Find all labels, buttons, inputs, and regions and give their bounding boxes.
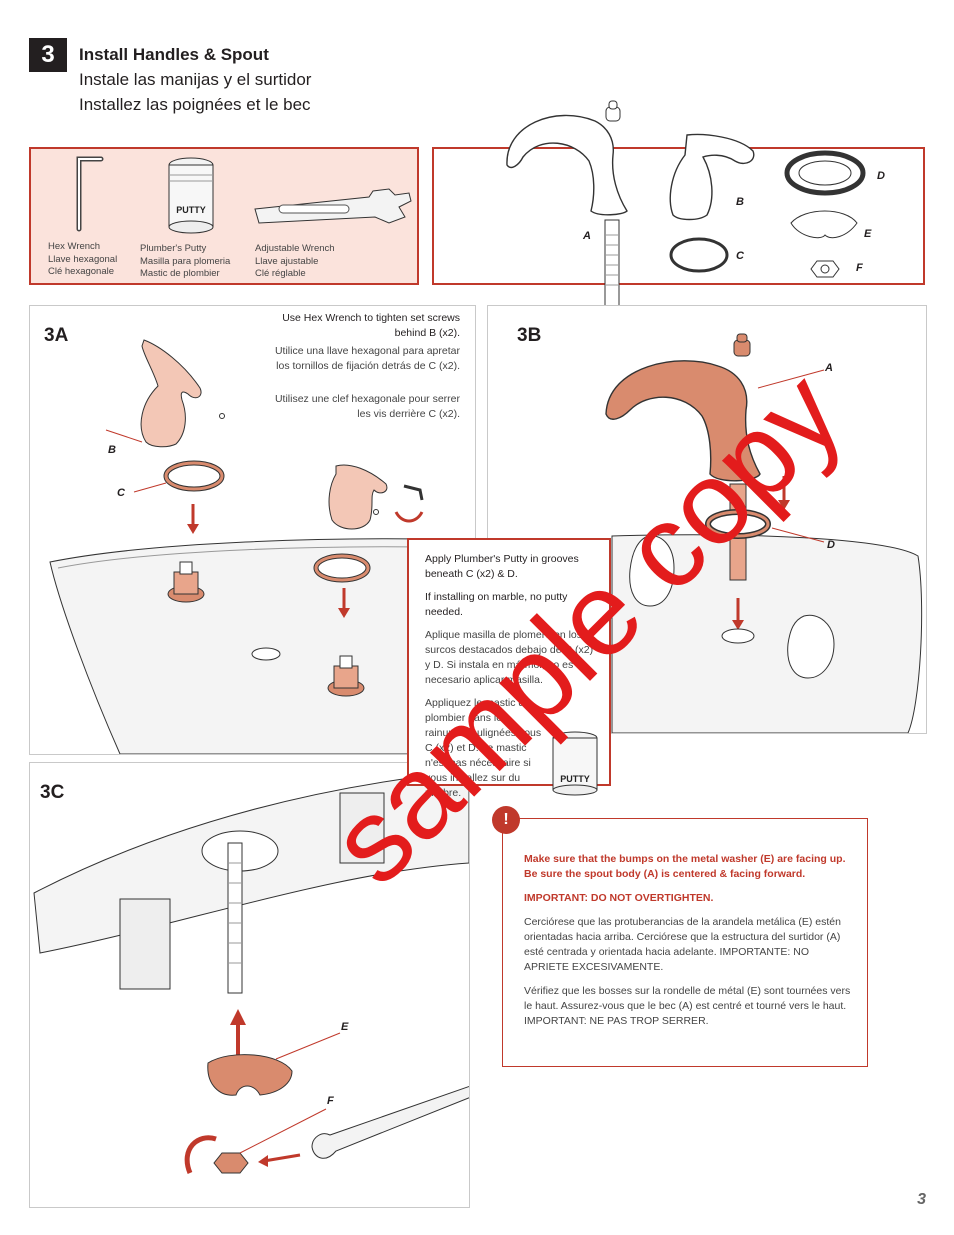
warning-icon: ! [492,806,520,834]
section-3c-illustration [33,772,469,1174]
warning-important: IMPORTANT: DO NOT OVERTIGHTEN. [524,892,714,904]
label-f-3c: F [327,1095,334,1107]
part-label-e: E [864,228,872,240]
step-title-en: Install Handles & Spout [79,45,269,64]
hex-wrench-icon [76,156,104,232]
putty-note-en1: Apply Plumber's Putty in grooves beneath… [425,553,579,580]
svg-text:PUTTY: PUTTY [176,205,206,215]
section-3a-panel: 3A Use Hex Wrench to tighten set screws … [29,305,476,755]
section-3c-label: 3C [40,782,65,803]
hex-note-es: Utilice una llave hexagonal para apretar… [274,345,460,372]
section-3b-illustration [605,333,923,733]
warning-es: Cerciórese que las protuberancias de la … [524,916,841,973]
label-c-3a: C [117,487,125,499]
putty-note-es: Aplique masilla de plomero en los surcos… [425,629,594,686]
putty-jar-note-icon: PUTTY [552,731,598,796]
warning-box: Make sure that the bumps on the metal wa… [502,818,868,1067]
putty-note-en2: If installing on marble, no putty needed… [425,591,568,618]
part-label-b: B [736,196,744,208]
parts-illustration [506,100,866,310]
label-a-3b: A [825,362,833,374]
step-title-es: Instale las manijas y el surtidor [79,70,312,89]
section-3a-label: 3A [44,325,69,346]
hex-note-en: Use Hex Wrench to tighten set screws beh… [282,312,460,339]
part-label-f: F [856,262,863,274]
svg-text:PUTTY: PUTTY [560,774,590,784]
putty-note-fr: Appliquez le mastic de plombier dans les… [425,697,542,799]
warning-fr: Vérifiez que les bosses sur la rondelle … [524,985,851,1027]
step-title-fr: Installez las poignées et le bec [79,95,311,114]
part-label-c: C [736,250,744,262]
page-number: 3 [917,1191,926,1208]
putty-jar-icon: PUTTY [168,157,214,234]
section-3b-label: 3B [517,325,542,346]
part-label-a: A [583,230,591,242]
step-number-badge: 3 [29,38,67,72]
adjustable-wrench-icon [254,188,412,224]
section-3c-panel: 3C E F [29,762,470,1208]
warning-en: Make sure that the bumps on the metal wa… [524,853,846,880]
label-e-3c: E [341,1021,349,1033]
hex-note-fr: Utilisez une clef hexagonale pour serrer… [274,393,460,420]
label-b-3a: B [108,444,116,456]
label-d-3b: D [827,539,835,551]
part-label-d: D [877,170,885,182]
